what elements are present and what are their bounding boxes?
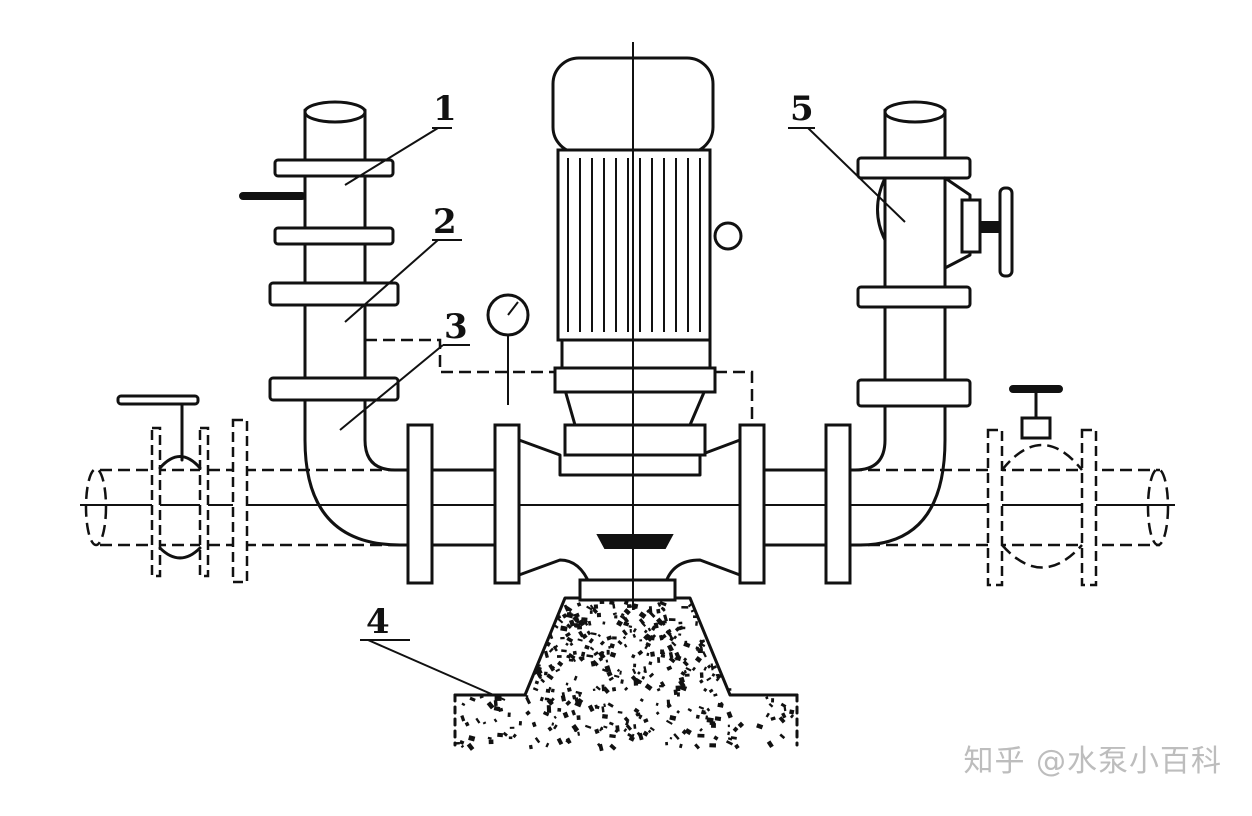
part-label-4: 4 bbox=[366, 602, 390, 642]
motor bbox=[551, 42, 743, 610]
part-label-2: 2 bbox=[433, 202, 457, 242]
leader-lines bbox=[339, 127, 906, 701]
part-label-5: 5 bbox=[790, 89, 814, 129]
watermark: 知乎 @水泵小百科 bbox=[963, 744, 1222, 779]
pump-body bbox=[406, 338, 852, 602]
part-label-3: 3 bbox=[444, 307, 468, 347]
right-bypass-pipe bbox=[833, 100, 1014, 547]
pressure-gauge bbox=[365, 293, 754, 425]
inlet-valve bbox=[116, 394, 249, 584]
outlet-valve bbox=[986, 385, 1098, 587]
concrete-foundation bbox=[453, 596, 799, 752]
left-bypass-pipe bbox=[239, 100, 417, 547]
part-label-1: 1 bbox=[433, 89, 457, 129]
